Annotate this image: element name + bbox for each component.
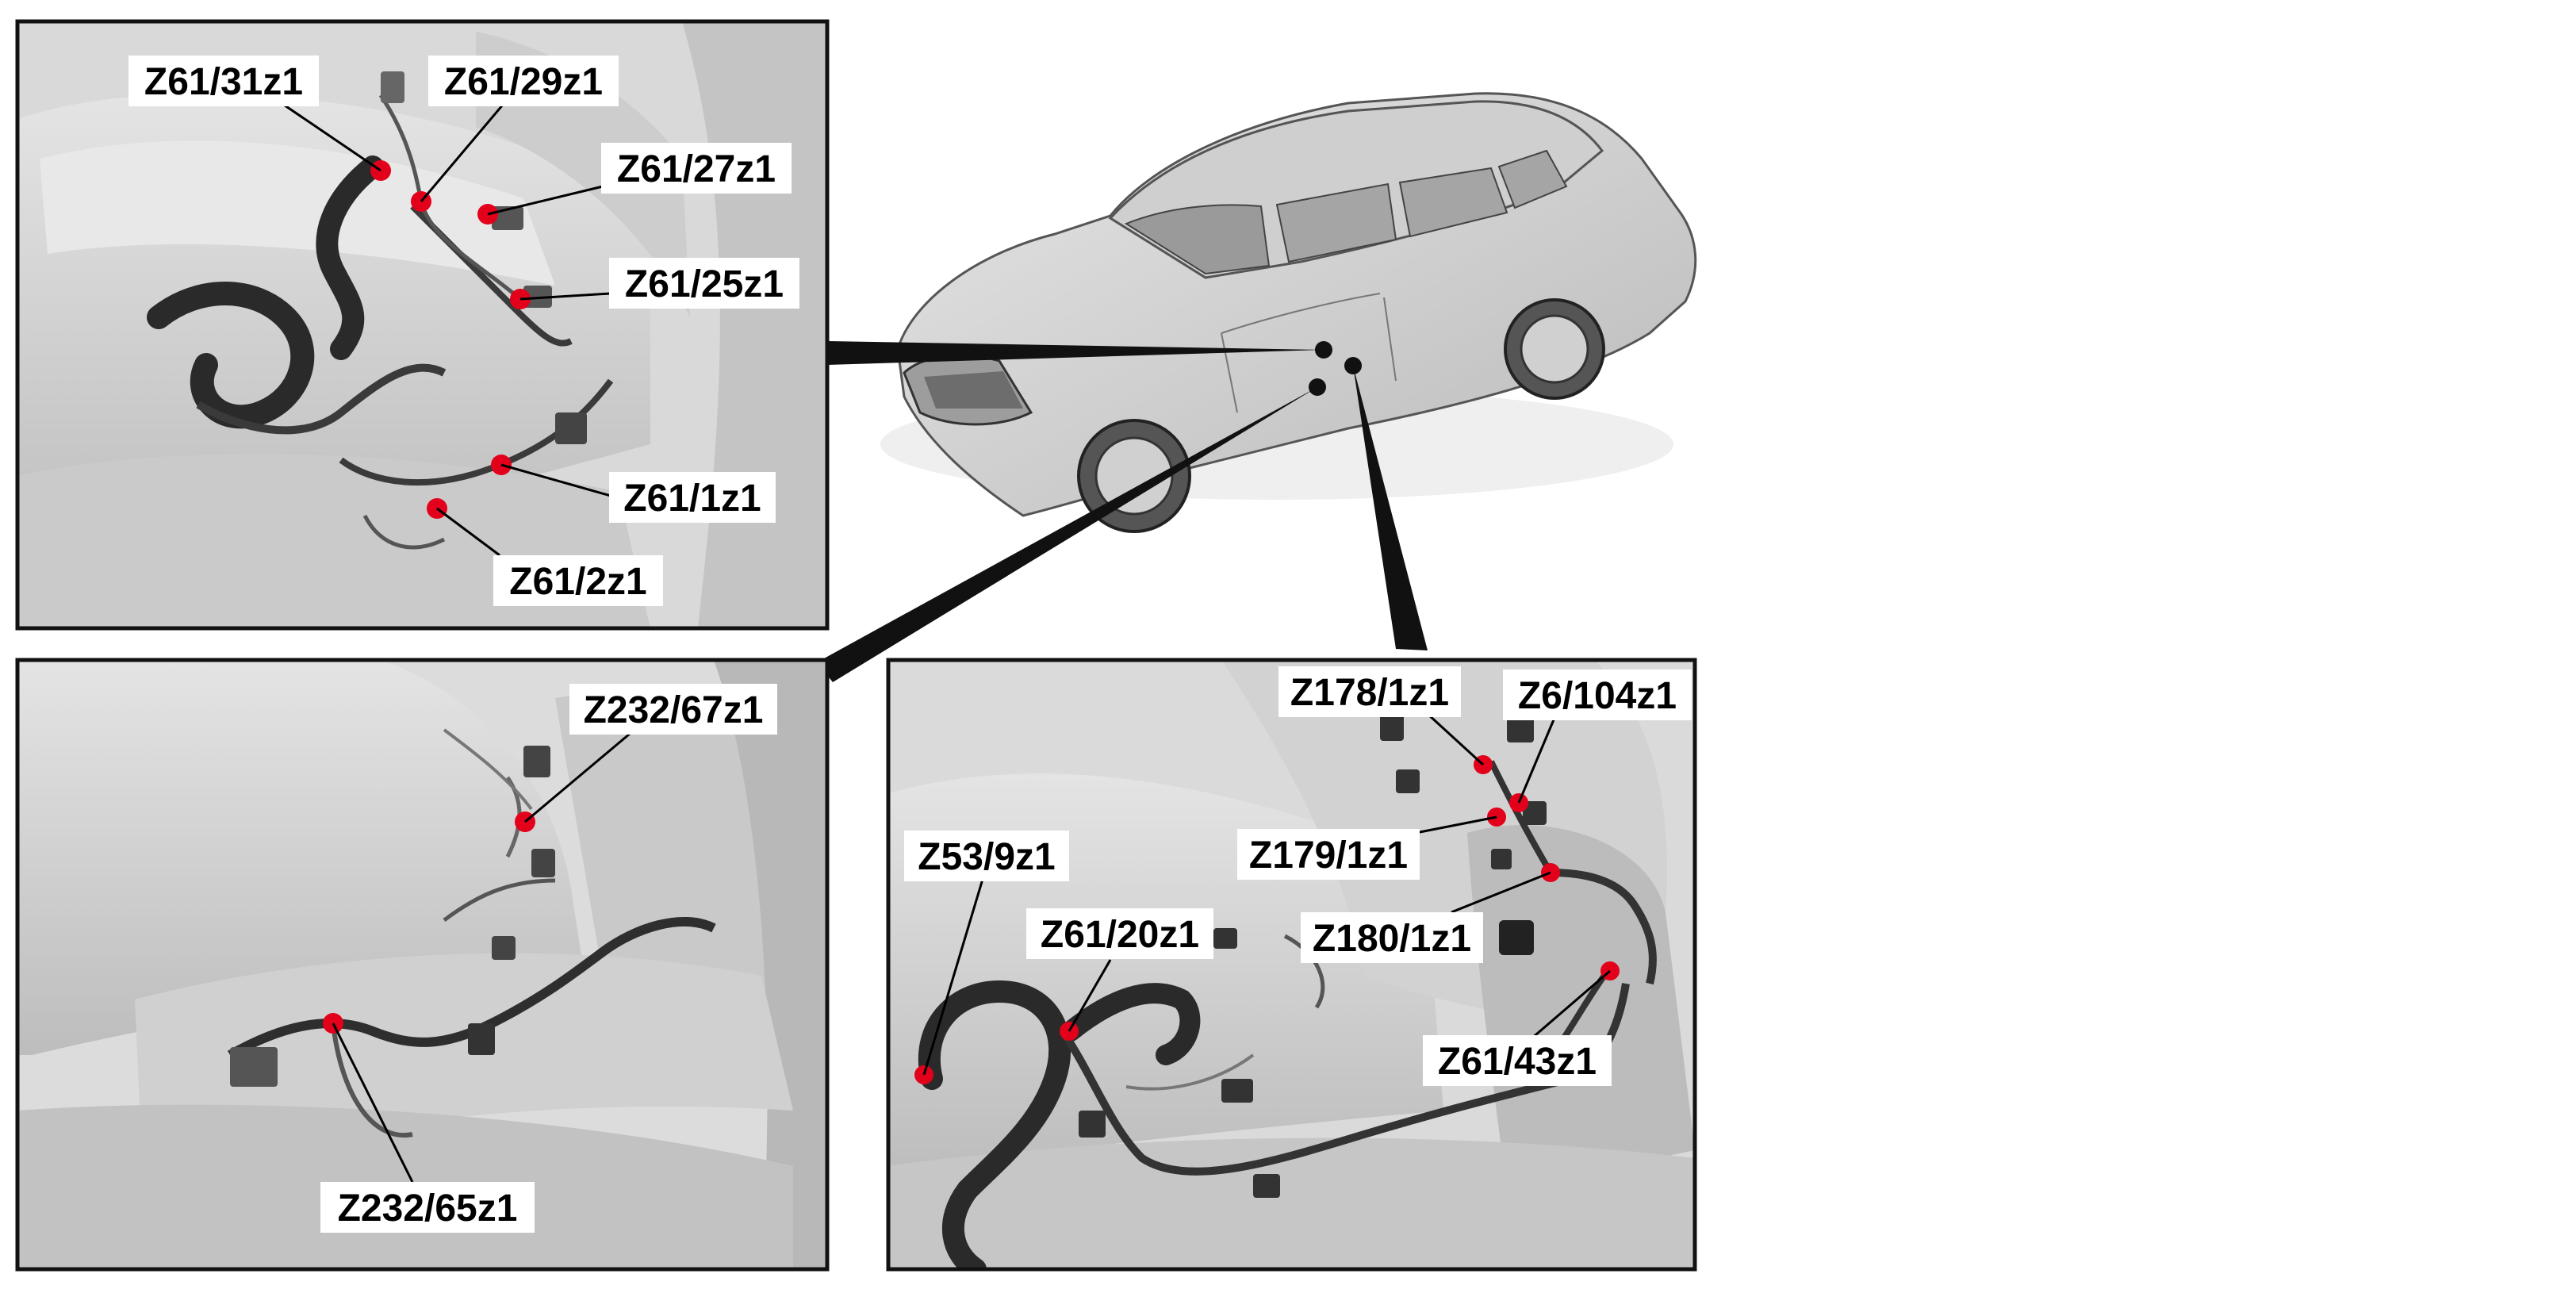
svg-text:Z61/27z1: Z61/27z1 (617, 148, 776, 190)
svg-text:Z61/1z1: Z61/1z1 (623, 478, 761, 520)
svg-text:Z6/104z1: Z6/104z1 (1518, 675, 1677, 717)
callout-label: Z232/67z1 (569, 684, 777, 735)
svg-text:Z61/29z1: Z61/29z1 (444, 61, 603, 103)
svg-text:Z178/1z1: Z178/1z1 (1290, 672, 1449, 714)
callout-label: Z61/1z1 (609, 472, 776, 523)
callout-label: Z61/25z1 (609, 258, 799, 309)
callout-label: Z179/1z1 (1237, 829, 1420, 880)
panel-frame (886, 658, 1697, 1272)
panel-bottom-left: Z232/67z1 Z232/65z1 (17, 660, 827, 1269)
callout-label: Z232/65z1 (320, 1182, 535, 1233)
car-illustration (880, 92, 1697, 533)
callout-label: Z178/1z1 (1278, 666, 1461, 717)
svg-text:Z61/25z1: Z61/25z1 (625, 263, 784, 305)
callout-wedges (817, 341, 1428, 682)
svg-text:Z61/2z1: Z61/2z1 (509, 561, 646, 603)
callout-label: Z180/1z1 (1301, 912, 1483, 963)
svg-text:Z61/31z1: Z61/31z1 (144, 61, 303, 103)
callout-label: Z61/31z1 (128, 56, 319, 106)
svg-text:Z180/1z1: Z180/1z1 (1313, 918, 1471, 960)
panel-frame (15, 19, 830, 631)
callout-label: Z61/43z1 (1423, 1035, 1612, 1086)
svg-text:Z61/20z1: Z61/20z1 (1041, 914, 1199, 956)
callout-label: Z53/9z1 (904, 831, 1069, 881)
panel-bottom-right: Z178/1z1 Z6/104z1 Z179/1z1 Z53/9z1 Z61/2… (888, 660, 1695, 1269)
callout-label: Z6/104z1 (1503, 670, 1692, 720)
svg-text:Z179/1z1: Z179/1z1 (1249, 835, 1408, 877)
svg-text:Z232/65z1: Z232/65z1 (338, 1187, 518, 1230)
panel-frame (15, 658, 830, 1272)
panel-top-left: Z61/31z1 Z61/29z1 Z61/27z1 Z61/25z1 Z61/… (17, 21, 827, 628)
callout-label: Z61/29z1 (428, 56, 619, 106)
svg-text:Z232/67z1: Z232/67z1 (584, 689, 764, 731)
callout-label: Z61/2z1 (493, 555, 663, 606)
svg-text:Z61/43z1: Z61/43z1 (1438, 1041, 1597, 1083)
callout-label: Z61/20z1 (1026, 908, 1213, 959)
callout-label: Z61/27z1 (601, 143, 792, 194)
svg-text:Z53/9z1: Z53/9z1 (918, 836, 1055, 878)
